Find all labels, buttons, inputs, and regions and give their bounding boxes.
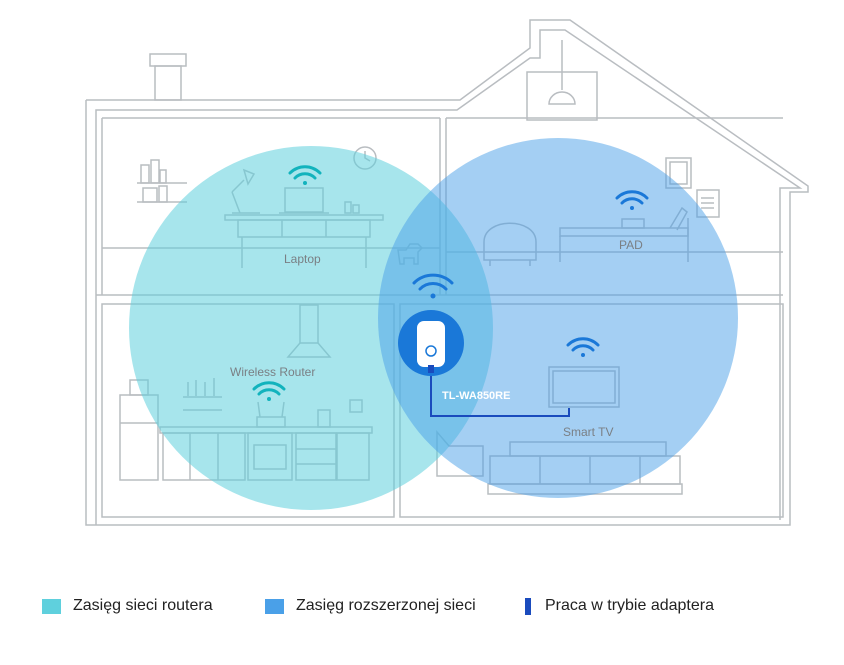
wifi-icon	[566, 337, 600, 357]
legend-item-extended-range: Zasięg rozszerzonej sieci	[265, 590, 476, 622]
extender-icon	[417, 321, 445, 373]
extender-label: TL-WA850RE	[442, 390, 510, 402]
wireless-router-label: Wireless Router	[230, 365, 315, 379]
square-swatch-icon	[42, 598, 61, 614]
extended-range-circle	[378, 138, 738, 498]
ethernet-cable	[430, 368, 570, 417]
pad-label: PAD	[619, 238, 643, 252]
wifi-icon	[412, 273, 454, 299]
legend-label: Praca w trybie adaptera	[545, 597, 714, 614]
legend-label: Zasięg rozszerzonej sieci	[296, 597, 476, 614]
laptop-label: Laptop	[284, 252, 321, 266]
legend-label: Zasięg sieci routera	[73, 597, 213, 614]
legend: Zasięg sieci routera Zasięg rozszerzonej…	[0, 590, 844, 630]
legend-item-router-range: Zasięg sieci routera	[42, 590, 213, 622]
bar-swatch-icon	[525, 597, 531, 615]
smart-tv-label: Smart TV	[563, 425, 613, 439]
legend-item-adapter-mode: Praca w trybie adaptera	[525, 590, 714, 622]
house-network-diagram: Laptop PAD Wireless Router TL-WA850RE Sm…	[85, 19, 809, 526]
wifi-icon	[288, 165, 322, 185]
wifi-icon	[615, 190, 649, 210]
square-swatch-icon	[265, 598, 284, 614]
wifi-icon	[252, 381, 286, 401]
